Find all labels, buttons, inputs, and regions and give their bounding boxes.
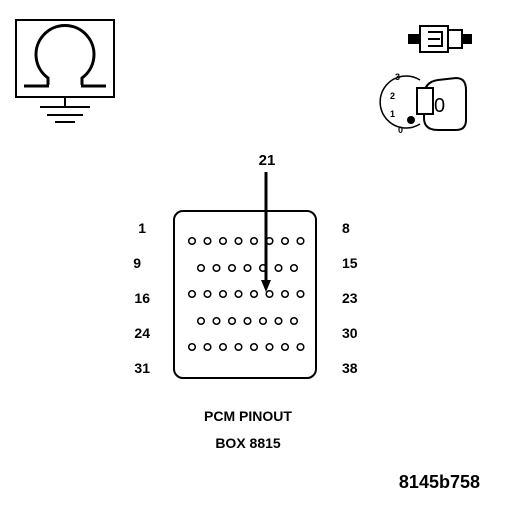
connector-pin (289, 263, 299, 273)
connector-pin (296, 236, 305, 246)
ignition-position-3: 3 (395, 72, 401, 82)
connector-pin (243, 316, 252, 326)
pointer-pin-label: 21 (258, 152, 276, 169)
connector-pin (212, 316, 221, 326)
ignition-position-1: 1 (390, 109, 396, 119)
connector-pin (296, 342, 305, 352)
connector-pin (234, 342, 243, 352)
row-5-right-label: 38 (342, 360, 358, 376)
connector-pin (296, 289, 305, 299)
caption-box: BOX 8815 (215, 435, 281, 451)
row-4-left-label: 24 (134, 325, 150, 341)
connector-pin (265, 342, 274, 352)
row-2-right-label: 15 (342, 255, 358, 271)
connector-pin (274, 316, 283, 326)
ignition-position-2: 2 (390, 91, 396, 101)
connector-pin (289, 316, 299, 326)
caption-title: PCM PINOUT (204, 408, 292, 424)
connector-pin (196, 316, 206, 326)
connector-pin (280, 342, 290, 352)
row-5-left-label: 31 (134, 360, 150, 376)
connector-disconnect-icon (408, 25, 472, 53)
connector-pin (218, 289, 228, 299)
connector-pin (234, 236, 243, 246)
connector-pin (280, 236, 290, 246)
ignition-state-label: 0 (434, 95, 446, 117)
ohmmeter-ground-icon (15, 19, 115, 123)
figure-reference: 8145b758 (398, 472, 480, 492)
connector-pin (280, 289, 290, 299)
row-3-right-label: 23 (342, 290, 358, 306)
ignition-position-0: 0 (398, 125, 404, 135)
connector-pin (187, 289, 197, 299)
connector-pin (187, 342, 197, 352)
connector-pin (203, 342, 212, 352)
row-4-right-label: 30 (342, 325, 358, 341)
connector-pin-grid (187, 236, 305, 352)
connector-pin (249, 342, 259, 352)
connector-pin (203, 289, 212, 299)
connector-pin (218, 236, 228, 246)
connector-pin (196, 263, 206, 273)
connector-pin (249, 289, 259, 299)
connector-pin (212, 263, 221, 273)
connector-pin (243, 263, 252, 273)
connector-pin (203, 236, 212, 246)
row-2-left-label: 9 (133, 255, 141, 271)
ignition-key-icon (379, 75, 467, 131)
row-1-right-label: 8 (342, 220, 350, 236)
connector-pin (258, 316, 268, 326)
pcm-connector-body (173, 210, 317, 379)
connector-pin (218, 342, 228, 352)
connector-pin (249, 236, 259, 246)
connector-pin (234, 289, 243, 299)
connector-pin (227, 316, 237, 326)
pin-pointer-arrow (261, 172, 271, 292)
row-3-left-label: 16 (134, 290, 150, 306)
connector-pin (227, 263, 237, 273)
row-1-left-label: 1 (138, 220, 146, 236)
connector-pin (187, 236, 197, 246)
connector-pin (274, 263, 283, 273)
connector-pin (265, 289, 274, 299)
